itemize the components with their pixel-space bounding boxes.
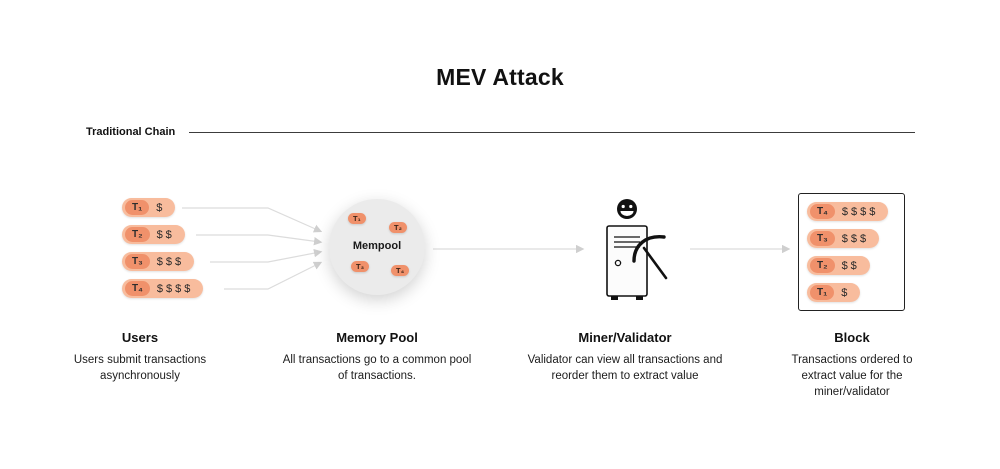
mempool-chip: T₁ — [348, 213, 366, 224]
mempool-chip: T₃ — [351, 261, 370, 272]
block-transaction-pill-t4: T₄ $$$$ — [807, 202, 889, 221]
transaction-id-badge: T₂ — [125, 227, 150, 242]
caption-text: Transactions ordered to extract value fo… — [791, 354, 913, 399]
miner-validator-icon — [588, 193, 683, 308]
users-caption: Users Users submit transactions asynchro… — [40, 330, 240, 384]
block-transaction-pill-t2: T₂ $$ — [807, 256, 870, 275]
mempool-chip: T₄ — [391, 265, 410, 276]
section-label: Traditional Chain — [86, 126, 176, 138]
transaction-id-badge: T₃ — [125, 254, 150, 269]
caption-title: Miner/Validator — [578, 330, 672, 345]
arrow-t2-to-mempool — [196, 234, 323, 246]
caption-title: Block — [834, 330, 870, 345]
transaction-amount: $$$$ — [156, 282, 194, 295]
computer-tower-icon — [606, 225, 648, 300]
mempool-chip: T₂ — [389, 222, 407, 233]
arrow-t4-to-mempool — [224, 261, 323, 290]
transaction-amount: $$$ — [841, 232, 870, 245]
caption-text: Users submit transactions asynchronously — [73, 354, 207, 383]
transaction-id-badge: T₁ — [125, 200, 150, 215]
miner-icon — [606, 199, 668, 300]
transaction-pill-t3: T₃ $$$ — [122, 252, 195, 271]
transaction-pill-t1: T₁ $ — [122, 198, 176, 217]
caption-text: Validator can view all transactions and … — [527, 354, 723, 383]
mempool-label: Mempool — [352, 240, 402, 252]
transaction-id-badge: T₄ — [810, 204, 835, 219]
transaction-amount: $ — [156, 201, 166, 214]
user-transactions: T₁ $ T₂ $$ T₃ $$$ T₄ $$$$ — [122, 198, 204, 298]
transaction-id-badge: T₃ — [810, 231, 835, 246]
caption-text: All transactions go to a common pool of … — [282, 354, 472, 383]
block-caption: Block Transactions ordered to extract va… — [779, 330, 925, 400]
block-transaction-pill-t1: T₁ $ — [807, 283, 861, 302]
arrow-t3-to-mempool — [210, 249, 323, 263]
miner-caption: Miner/Validator Validator can view all t… — [515, 330, 735, 384]
block-transaction-pill-t3: T₃ $$$ — [807, 229, 880, 248]
transaction-pill-t2: T₂ $$ — [122, 225, 185, 244]
pickaxe-icon — [632, 235, 668, 280]
transaction-pill-t4: T₄ $$$$ — [122, 279, 204, 298]
smiley-face-icon — [617, 199, 637, 219]
transaction-amount: $$ — [156, 228, 175, 241]
transaction-amount: $$$ — [156, 255, 185, 268]
mempool-caption: Memory Pool All transactions go to a com… — [277, 330, 477, 384]
caption-title: Memory Pool — [336, 330, 418, 345]
section-header: Traditional Chain — [86, 126, 915, 138]
transaction-id-badge: T₂ — [810, 258, 835, 273]
page-title: MEV Attack — [436, 64, 564, 90]
mempool-circle: T₁ T₂ T₃ T₄ Mempool — [329, 199, 425, 295]
section-rule — [189, 131, 915, 133]
caption-title: Users — [121, 330, 159, 345]
transaction-amount: $$$$ — [841, 205, 879, 218]
block-container: T₄ $$$$ T₃ $$$ T₂ $$ T₁ $ — [798, 193, 905, 311]
transaction-id-badge: T₁ — [810, 285, 835, 300]
transaction-amount: $ — [841, 286, 851, 299]
transaction-amount: $$ — [841, 259, 860, 272]
transaction-id-badge: T₄ — [125, 281, 150, 296]
